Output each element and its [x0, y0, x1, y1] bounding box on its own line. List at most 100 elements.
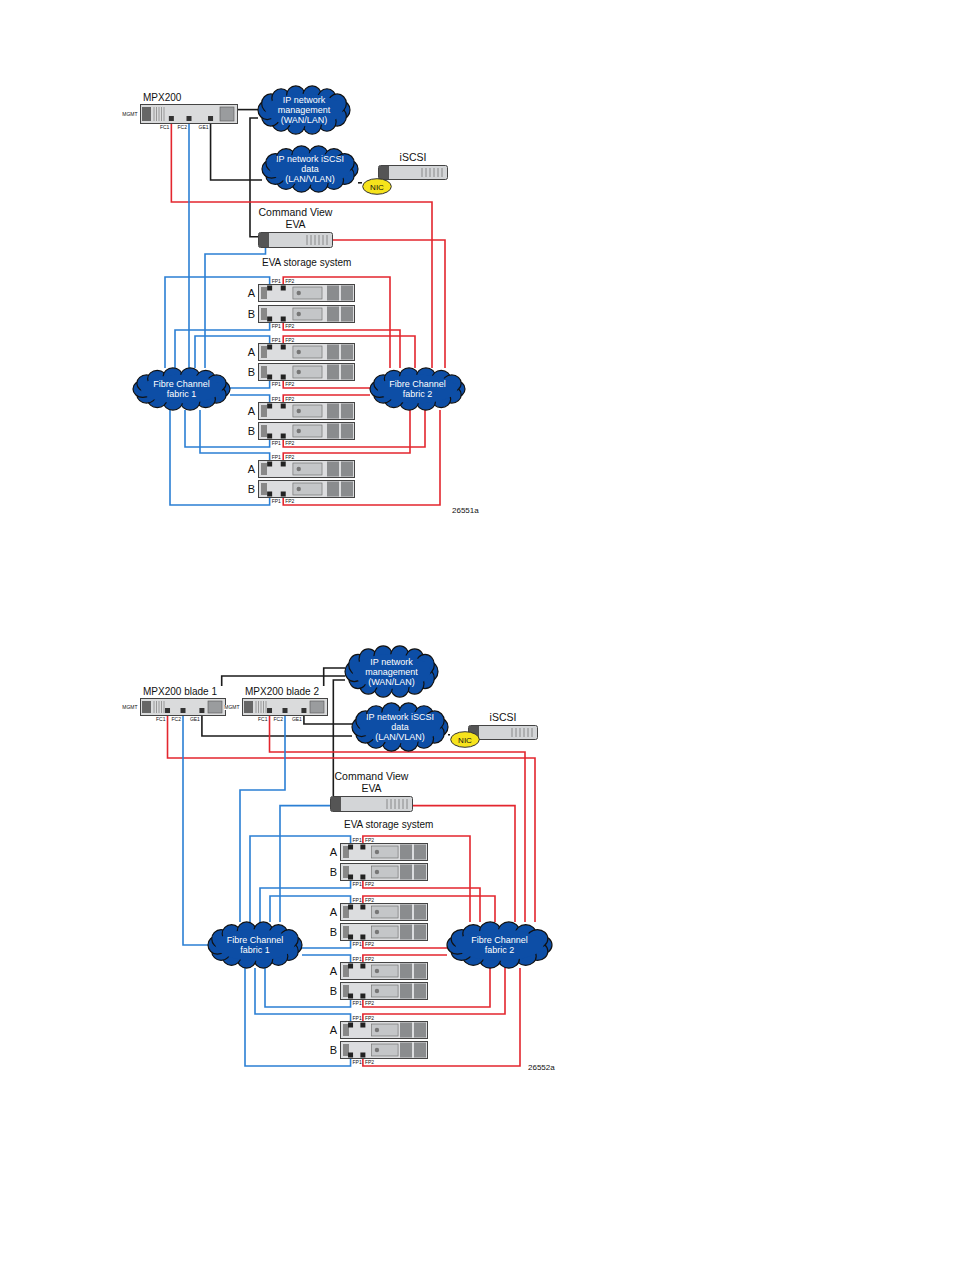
node-text: IP network management (WAN/LAN)	[271, 95, 337, 125]
router-chassis: MPX200 blade 1	[140, 686, 226, 716]
port-label: FC2	[171, 717, 181, 722]
ethernet-cable	[324, 668, 345, 686]
fc-port-label: FP1	[352, 882, 362, 887]
fc-port-label: FP1	[271, 382, 281, 387]
network-cloud: Fibre Channel fabric 2	[370, 368, 465, 410]
fibre-channel-cable	[250, 836, 351, 922]
controller-letter: B	[330, 926, 337, 938]
node-text: Fibre Channel fabric 2	[383, 379, 451, 399]
fc-port-label: FP2	[364, 942, 374, 947]
port-label: FC2	[177, 125, 187, 130]
fibre-channel-cable	[363, 955, 447, 962]
network-cloud: IP network management (WAN/LAN)	[345, 646, 438, 697]
controller-unit: B	[340, 1041, 428, 1059]
controller-body	[340, 1041, 428, 1059]
network-cloud: Fibre Channel fabric 1	[208, 922, 302, 968]
server-body	[330, 796, 413, 812]
ethernet-cable	[211, 124, 262, 180]
controller-unit: A	[340, 903, 428, 921]
nic-ellipse: NIC	[450, 731, 480, 748]
controller-body	[340, 863, 428, 881]
fibre-channel-cable	[188, 124, 190, 368]
fc-port-label: FP2	[285, 455, 295, 460]
fibre-channel-cable	[171, 124, 432, 368]
fibre-channel-cable	[363, 941, 447, 948]
port-label: FC1	[156, 717, 166, 722]
fibre-channel-cable	[283, 381, 370, 388]
controller-body	[258, 363, 355, 381]
network-cloud: IP network iSCSI data (LAN/VLAN)	[262, 146, 358, 192]
controller-body	[340, 982, 428, 1000]
device-heading: Command View EVA	[258, 206, 333, 230]
port-label: FC2	[273, 717, 283, 722]
fc-port-label: FP1	[352, 1060, 362, 1065]
node-text: IP network management (WAN/LAN)	[358, 657, 425, 687]
fibre-channel-cable	[302, 955, 351, 962]
network-cloud: Fibre Channel fabric 1	[133, 368, 230, 410]
ethernet-cable	[222, 676, 345, 686]
controller-unit: A	[258, 402, 355, 420]
fibre-channel-cable	[165, 277, 270, 368]
controller-body	[340, 923, 428, 941]
ethernet-cable	[448, 734, 450, 736]
fc-port-label: FP1	[271, 338, 281, 343]
fibre-channel-cable	[302, 941, 351, 948]
fibre-channel-cable	[245, 968, 351, 1066]
fibre-channel-cable	[168, 716, 535, 922]
controller-unit: A	[258, 343, 355, 361]
ethernet-cable	[202, 716, 352, 736]
controller-body	[258, 480, 355, 498]
fibre-channel-cable	[183, 716, 208, 945]
port-label: GE1	[291, 717, 302, 722]
fibre-channel-cable	[283, 395, 370, 402]
fc-port-label: FP2	[285, 499, 295, 504]
node-text: Fibre Channel fabric 1	[147, 379, 217, 399]
node-text: IP network iSCSI data (LAN/VLAN)	[365, 712, 434, 742]
fc-port-label: FP1	[352, 1001, 362, 1006]
device-heading: Command View EVA	[330, 770, 413, 794]
controller-body	[258, 422, 355, 440]
controller-letter: B	[330, 985, 337, 997]
fibre-channel-cable	[363, 881, 480, 922]
controller-unit: B	[340, 982, 428, 1000]
fc-port-label: FP1	[352, 838, 362, 843]
node-text: MPX200 blade 1	[143, 686, 217, 698]
node-text: NIC	[362, 182, 392, 191]
fc-port-label: FP1	[271, 455, 281, 460]
node-text: NIC	[450, 735, 480, 744]
router-chassis: MPX200 blade 2	[242, 686, 328, 716]
ethernet-cable	[304, 716, 352, 724]
fibre-channel-cable	[185, 410, 270, 447]
fc-port-label: FP1	[271, 499, 281, 504]
section-label: EVA storage system	[262, 258, 351, 268]
controller-body	[340, 1021, 428, 1039]
chassis-body	[242, 698, 328, 716]
controller-letter: B	[248, 425, 255, 437]
fc-port-label: FP1	[352, 898, 362, 903]
fc-port-label: FP1	[271, 397, 281, 402]
network-cloud: IP network management (WAN/LAN)	[258, 86, 350, 134]
controller-letter: A	[330, 846, 337, 858]
port-label: FC1	[258, 717, 268, 722]
controller-unit: A	[258, 284, 355, 302]
controller-unit: A	[340, 1021, 428, 1039]
controller-unit: B	[258, 422, 355, 440]
fc-port-label: FP2	[364, 882, 374, 887]
fc-port-label: FP2	[285, 324, 295, 329]
controller-body	[258, 284, 355, 302]
server-unit: iSCSI	[378, 165, 448, 180]
device-heading: iSCSI	[378, 151, 448, 163]
ethernet-cable	[250, 118, 258, 237]
controller-letter: A	[248, 463, 255, 475]
controller-letter: B	[248, 366, 255, 378]
controller-body	[258, 460, 355, 478]
server-body	[378, 165, 448, 180]
node-text: MPX200	[143, 92, 181, 104]
fibre-channel-cable	[260, 881, 351, 922]
controller-unit: B	[340, 923, 428, 941]
fibre-channel-cable	[265, 968, 351, 1007]
section-label: EVA storage system	[344, 820, 433, 830]
controller-unit: B	[340, 863, 428, 881]
